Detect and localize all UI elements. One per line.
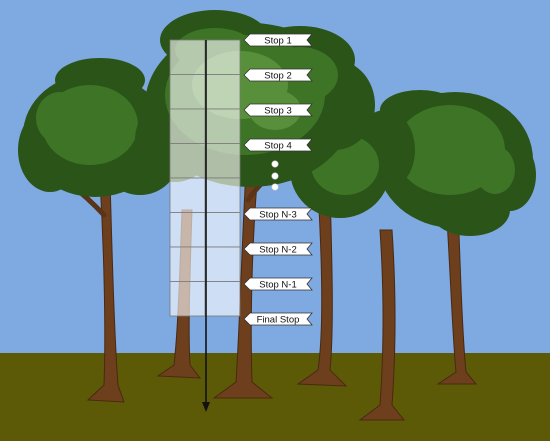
stop-label: Stop 2 <box>264 71 291 82</box>
trunk-far-right <box>436 204 478 385</box>
ground <box>0 353 550 441</box>
trunk-center <box>212 169 274 399</box>
stop-label: Final Stop <box>257 315 300 326</box>
stop-tag-shape <box>243 312 313 326</box>
stop-tag-shape <box>243 242 313 256</box>
stop-tag-shape <box>243 138 313 152</box>
continuation-dot <box>271 172 279 180</box>
stop-tag-1: Stop 1 <box>243 33 313 47</box>
stop-label: Stop N-1 <box>259 280 297 291</box>
ladder <box>169 39 241 317</box>
trunk-right <box>358 229 406 421</box>
stop-tag-8: Final Stop <box>243 312 313 326</box>
stop-tag-shape <box>243 103 313 117</box>
stop-tag-shape <box>243 68 313 82</box>
trunk-left <box>86 179 125 403</box>
stop-label: Stop N-2 <box>259 245 297 256</box>
descent-arrow <box>202 40 210 412</box>
stop-tag-shape <box>243 33 313 47</box>
stop-label: Stop 3 <box>264 106 291 117</box>
stop-tag-5: Stop N-3 <box>243 207 313 221</box>
stop-tag-2: Stop 2 <box>243 68 313 82</box>
stop-label: Stop 1 <box>264 36 291 47</box>
continuation-dot <box>271 160 279 168</box>
stop-tag-shape <box>243 207 313 221</box>
stop-tag-4: Stop 4 <box>243 138 313 152</box>
stop-tag-3: Stop 3 <box>243 103 313 117</box>
stop-label: Stop 4 <box>264 141 291 152</box>
stop-tag-shape <box>243 277 313 291</box>
continuation-dot <box>271 183 279 191</box>
stop-tag-7: Stop N-1 <box>243 277 313 291</box>
continuation-dots <box>271 160 279 191</box>
stop-tag-6: Stop N-2 <box>243 242 313 256</box>
trunk-right-center <box>296 189 348 387</box>
stop-label: Stop N-3 <box>259 210 297 221</box>
arrow-head <box>202 402 210 412</box>
